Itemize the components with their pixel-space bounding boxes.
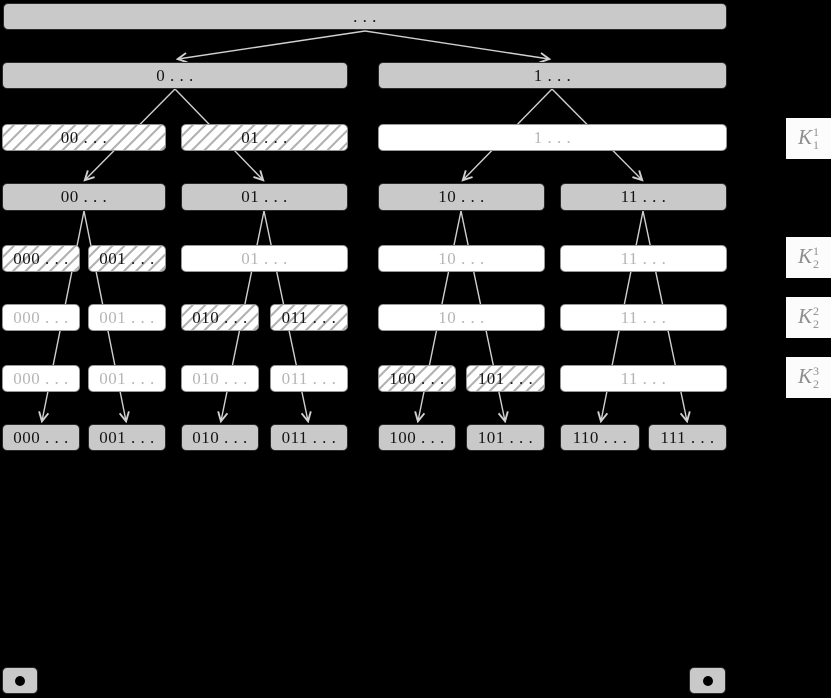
- tree-edge: [364, 30, 549, 59]
- leaf-101: 101 . . .: [466, 424, 545, 451]
- script-k-glyph: K: [797, 125, 812, 149]
- hatched-block-001: 001 . . .: [88, 245, 166, 272]
- cache-block-000: 000 . . .: [2, 365, 80, 392]
- hatched-block-101: 101 . . .: [466, 365, 545, 392]
- cache-block-11: 11 . . .: [560, 365, 727, 392]
- superscript: 1: [813, 243, 819, 258]
- cache-block-001: 001 . . .: [88, 304, 166, 331]
- node-01: 01 . . .: [181, 183, 348, 211]
- cache-block-001: 001 . . .: [88, 365, 166, 392]
- leaf-001: 001 . . .: [88, 424, 166, 451]
- script-k-glyph: K: [797, 244, 812, 268]
- hatched-block-011: 011 . . .: [270, 304, 348, 331]
- node-11: 11 . . .: [560, 183, 727, 211]
- leaf-000: 000 . . .: [2, 424, 80, 451]
- dot-icon: [15, 675, 25, 686]
- hatched-block-01: 01 . . .: [181, 124, 348, 151]
- cache-block-10: 10 . . .: [378, 304, 545, 331]
- legend-swatch-right: [689, 667, 726, 694]
- cache-block-000: 000 . . .: [2, 304, 80, 331]
- hatched-block-00: 00 . . .: [2, 124, 166, 151]
- hatched-block-000: 000 . . .: [2, 245, 80, 272]
- subscript: 2: [813, 316, 819, 331]
- superscript: 3: [813, 363, 819, 378]
- script-k-glyph: K: [797, 364, 812, 388]
- leaf-111: 111 . . .: [648, 424, 727, 451]
- hatched-block-010: 010 . . .: [181, 304, 259, 331]
- leaf-011: 011 . . .: [270, 424, 348, 451]
- node-0: 0 . . .: [2, 62, 348, 89]
- node-10: 10 . . .: [378, 183, 545, 211]
- cache-block-1: 1 . . .: [378, 124, 727, 151]
- leaf-110: 110 . . .: [560, 424, 640, 451]
- cache-block-11: 11 . . .: [560, 245, 727, 272]
- node-root: . . .: [3, 3, 727, 30]
- hatched-block-100: 100 . . .: [378, 365, 456, 392]
- subscript: 1: [813, 137, 819, 152]
- superscript: 2: [813, 303, 819, 318]
- cache-block-11: 11 . . .: [560, 304, 727, 331]
- node-00: 00 . . .: [2, 183, 166, 211]
- legend-swatch-left: [2, 667, 38, 694]
- superscript: 1: [813, 124, 819, 139]
- node-1: 1 . . .: [378, 62, 727, 89]
- cache-block-10: 10 . . .: [378, 245, 545, 272]
- leaf-100: 100 . . .: [378, 424, 456, 451]
- tree-edge: [178, 30, 366, 59]
- subscript: 2: [813, 376, 819, 391]
- cache-block-010: 010 . . .: [181, 365, 259, 392]
- dot-icon: [702, 675, 713, 686]
- cache-block-01: 01 . . .: [181, 245, 348, 272]
- cache-block-011: 011 . . .: [270, 365, 348, 392]
- leaf-010: 010 . . .: [181, 424, 259, 451]
- script-k-glyph: K: [797, 304, 812, 328]
- subscript: 2: [813, 256, 819, 271]
